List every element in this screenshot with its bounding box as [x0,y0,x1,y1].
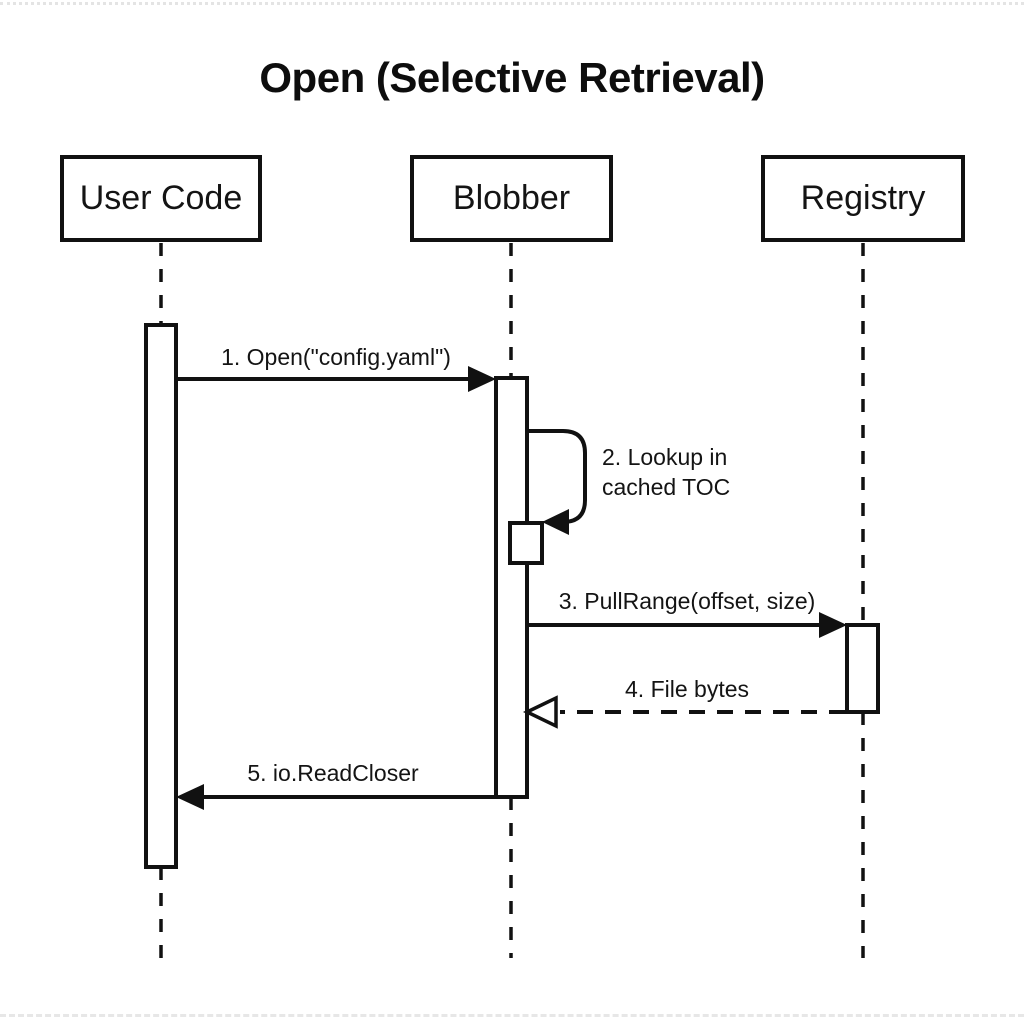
activation-user-code [144,323,178,869]
bottom-edge-artifact [0,1014,1024,1017]
activation-registry [845,623,880,714]
message-2-arrowhead [542,509,569,535]
message-3-label: 3. PullRange(offset, size) [558,588,816,614]
activation-blobber-nested [508,521,544,565]
message-1-arrowhead [468,366,496,392]
diagram-title: Open (Selective Retrieval) [259,54,765,101]
message-5-arrow [176,784,496,810]
participant-registry: Registry [761,155,965,242]
message-4-label: 4. File bytes [625,676,749,702]
message-1-label: 1. Open("config.yaml") [221,344,451,370]
participant-blobber-label: Blobber [452,179,571,217]
message-3-arrow [527,612,847,638]
activation-blobber [494,376,529,799]
top-edge-artifact [0,2,1024,5]
message-4-arrow [522,695,845,729]
message-1-arrow [176,366,496,392]
participant-user-code-label: User Code [79,179,243,217]
message-2-label-line-1: 2. Lookup in [602,444,728,470]
message-2-label-line-2: cached TOC [602,474,731,500]
message-3-arrowhead [819,612,847,638]
participant-blobber: Blobber [410,155,613,242]
participant-user-code: User Code [60,155,262,242]
activation-bars [144,323,880,869]
message-5-arrowhead [176,784,204,810]
message-5-label: 5. io.ReadCloser [247,760,419,786]
message-2-self-arrow [527,429,587,535]
lifelines [159,243,865,958]
message-4-arrowhead [522,695,558,729]
participant-registry-label: Registry [800,179,926,217]
message-2-label: 2. Lookup in cached TOC [602,442,730,502]
